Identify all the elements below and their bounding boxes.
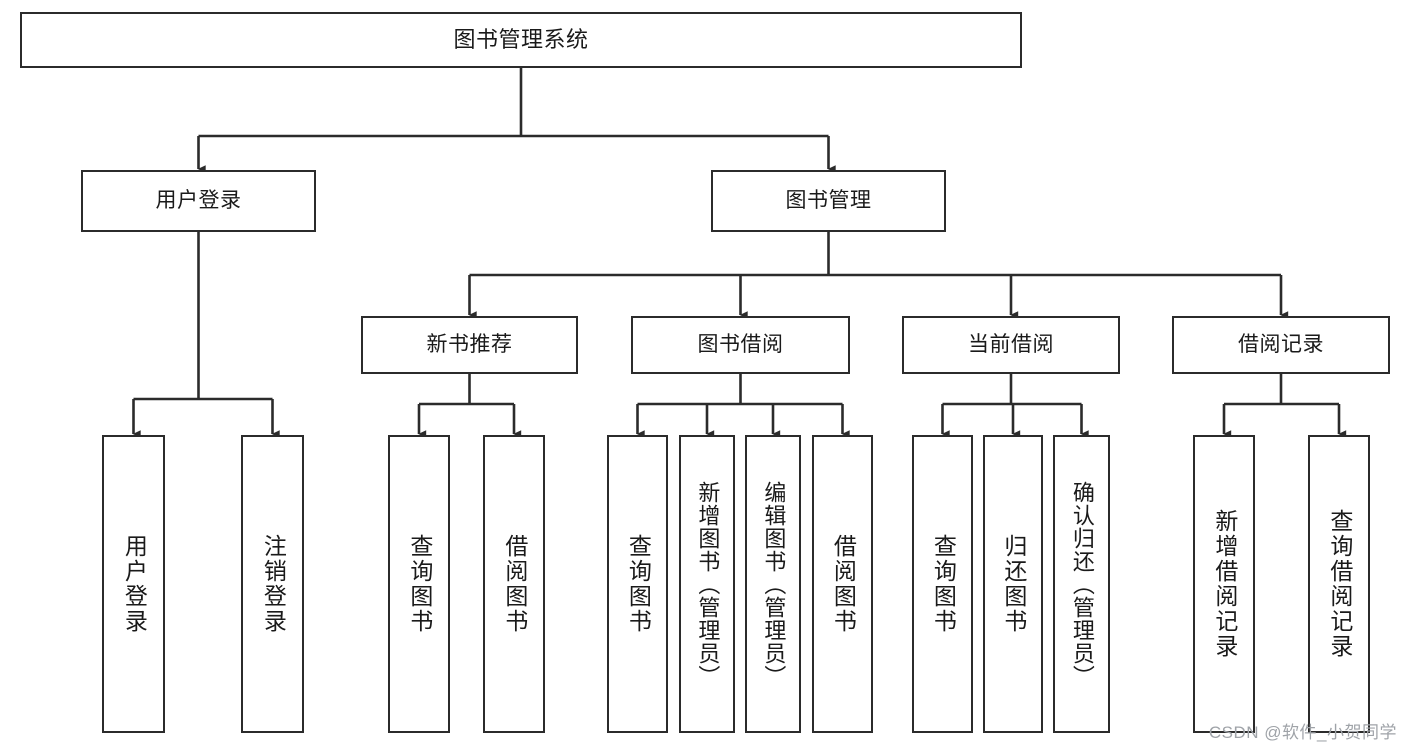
- node-book-borrow[interactable]: 图书借阅: [631, 316, 850, 374]
- node-leaf-borrow-book-bb-label: 借阅图书: [830, 534, 857, 634]
- node-leaf-query-borrow-record[interactable]: 查询借阅记录: [1308, 435, 1370, 733]
- node-borrow-record[interactable]: 借阅记录: [1172, 316, 1390, 374]
- node-leaf-query-book-cb[interactable]: 查询图书: [912, 435, 973, 733]
- node-leaf-borrow-book-bb[interactable]: 借阅图书: [812, 435, 873, 733]
- node-current-borrow[interactable]: 当前借阅: [902, 316, 1120, 374]
- watermark-text: CSDN @软件_小贺同学: [1208, 723, 1397, 742]
- node-leaf-borrow-book-rec-label: 借阅图书: [501, 534, 528, 634]
- node-current-borrow-label: 当前借阅: [968, 333, 1054, 357]
- node-book-borrow-label: 图书借阅: [697, 333, 784, 357]
- node-leaf-query-book-bb[interactable]: 查询图书: [607, 435, 668, 733]
- node-book-manage-label: 图书管理: [785, 189, 872, 213]
- node-leaf-query-book-bb-label: 查询图书: [625, 534, 652, 634]
- node-leaf-user-login[interactable]: 用户登录: [102, 435, 165, 733]
- node-leaf-add-book[interactable]: 新增图书（管理员）: [679, 435, 735, 733]
- node-leaf-edit-book[interactable]: 编辑图书（管理员）: [745, 435, 801, 733]
- node-leaf-edit-book-label: 编辑图书（管理员）: [761, 480, 787, 688]
- node-leaf-logout[interactable]: 注销登录: [241, 435, 304, 733]
- node-root-system[interactable]: 图书管理系统: [20, 12, 1022, 68]
- node-leaf-borrow-book-rec[interactable]: 借阅图书: [483, 435, 545, 733]
- node-leaf-add-borrow-record[interactable]: 新增借阅记录: [1193, 435, 1255, 733]
- node-new-book-rec-label: 新书推荐: [426, 333, 513, 357]
- node-leaf-confirm-return[interactable]: 确认归还（管理员）: [1053, 435, 1110, 733]
- node-leaf-user-login-label: 用户登录: [121, 534, 148, 634]
- node-new-book-rec[interactable]: 新书推荐: [361, 316, 578, 374]
- node-leaf-add-book-label: 新增图书（管理员）: [695, 480, 721, 688]
- node-leaf-add-borrow-record-label: 新增借阅记录: [1211, 509, 1238, 659]
- node-user-login-label: 用户登录: [155, 189, 242, 213]
- node-leaf-return-book-label: 归还图书: [1000, 534, 1027, 634]
- node-leaf-logout-label: 注销登录: [260, 534, 287, 634]
- node-leaf-query-book-rec[interactable]: 查询图书: [388, 435, 450, 733]
- node-root-system-label: 图书管理系统: [453, 26, 589, 52]
- node-leaf-return-book[interactable]: 归还图书: [983, 435, 1043, 733]
- node-leaf-query-borrow-record-label: 查询借阅记录: [1326, 509, 1353, 659]
- node-leaf-query-book-rec-label: 查询图书: [406, 534, 433, 634]
- node-user-login[interactable]: 用户登录: [81, 170, 316, 232]
- node-book-manage[interactable]: 图书管理: [711, 170, 946, 232]
- node-borrow-record-label: 借阅记录: [1238, 333, 1324, 357]
- node-leaf-confirm-return-label: 确认归还（管理员）: [1069, 480, 1095, 688]
- node-leaf-query-book-cb-label: 查询图书: [930, 534, 957, 634]
